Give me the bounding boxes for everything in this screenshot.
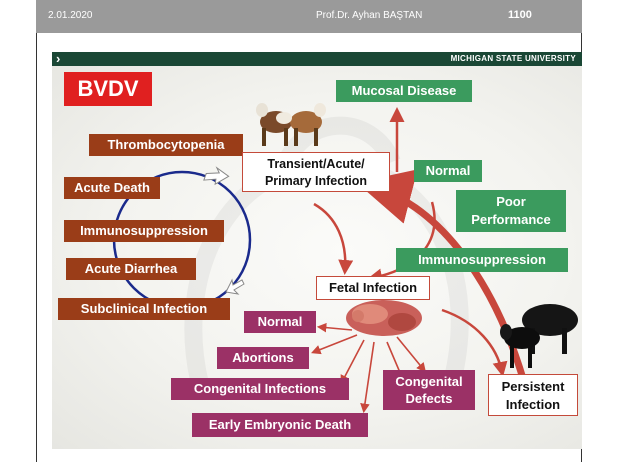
header-date: 2.01.2020 bbox=[48, 10, 93, 21]
subclinical-infection-box: Subclinical Infection bbox=[58, 298, 230, 320]
slide: › MICHIGAN STATE UNIVERSITY bbox=[52, 52, 582, 449]
header-page-number: 1100 bbox=[508, 9, 532, 21]
cattle-illustration bbox=[256, 103, 326, 146]
poor-performance-box: Poor Performance bbox=[456, 190, 566, 232]
header-author: Prof.Dr. Ayhan BAŞTAN bbox=[316, 10, 423, 21]
persistent-line-2: Infection bbox=[505, 397, 561, 412]
acute-diarrhea-box: Acute Diarrhea bbox=[66, 258, 196, 280]
normal-fetal-box: Normal bbox=[244, 311, 316, 333]
poor-performance-line-2: Performance bbox=[471, 212, 551, 227]
congenital-infections-box: Congenital Infections bbox=[171, 378, 349, 400]
transient-line-1: Transient/Acute/ bbox=[267, 157, 365, 171]
slide-title: BVDV bbox=[64, 72, 152, 106]
university-bar: › MICHIGAN STATE UNIVERSITY bbox=[52, 52, 582, 66]
early-embryonic-death-box: Early Embryonic Death bbox=[192, 413, 368, 437]
fetus-illustration bbox=[346, 300, 422, 336]
persistent-line-1: Persistent bbox=[501, 379, 565, 394]
poor-performance-line-1: Poor bbox=[496, 194, 526, 209]
black-cattle-illustration bbox=[500, 304, 578, 368]
thrombocytopenia-box: Thrombocytopenia bbox=[89, 134, 243, 156]
persistent-infection-box: Persistent Infection bbox=[488, 374, 578, 416]
congenital-defects-line-2: Defects bbox=[405, 391, 453, 406]
congenital-defects-line-1: Congenital bbox=[395, 374, 463, 389]
frame-line-left bbox=[36, 33, 37, 462]
acute-death-box: Acute Death bbox=[64, 177, 160, 199]
congenital-defects-box: Congenital Defects bbox=[383, 370, 475, 410]
immunosuppression-brown-box: Immunosuppression bbox=[64, 220, 224, 242]
transient-line-2: Primary Infection bbox=[264, 174, 368, 188]
transient-infection-box: Transient/Acute/ Primary Infection bbox=[242, 152, 390, 192]
normal-outcome-box: Normal bbox=[414, 160, 482, 182]
chevron-right-icon: › bbox=[56, 52, 61, 66]
university-label: MICHIGAN STATE UNIVERSITY bbox=[450, 54, 576, 63]
immunosuppression-green-box: Immunosuppression bbox=[396, 248, 568, 272]
header-bar: 2.01.2020 Prof.Dr. Ayhan BAŞTAN 1100 bbox=[36, 0, 582, 33]
fetal-infection-box: Fetal Infection bbox=[316, 276, 430, 300]
mucosal-disease-box: Mucosal Disease bbox=[336, 80, 472, 102]
abortions-box: Abortions bbox=[217, 347, 309, 369]
